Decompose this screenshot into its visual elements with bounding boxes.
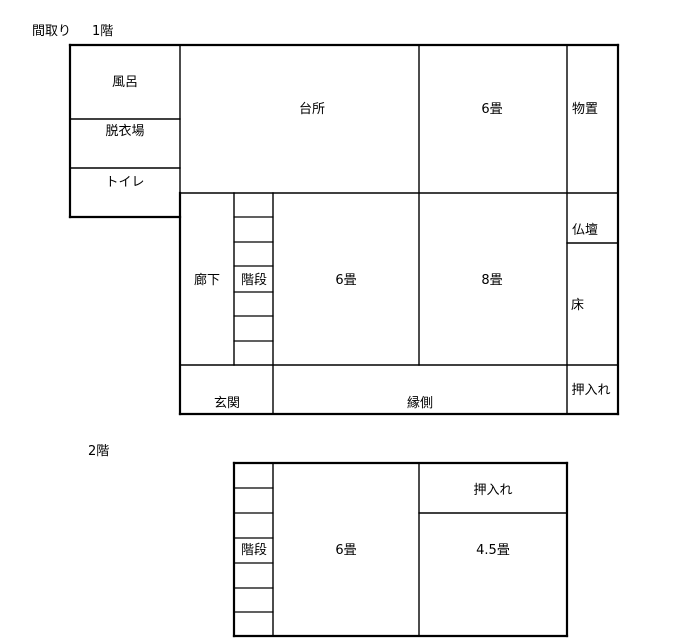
room-closet-label: 押入れ	[571, 383, 610, 398]
room-entrance-label: 玄関	[214, 396, 240, 411]
room-tatami8-label: 8畳	[481, 273, 502, 288]
room-dressing-label: 脱衣場	[105, 123, 144, 139]
room-toko-label: 床	[571, 298, 584, 313]
floor2-label: 2階	[88, 444, 110, 459]
floor1-label: 1階	[92, 24, 114, 39]
room-bath-label: 風呂	[112, 75, 138, 90]
room-veranda-label: 縁側	[407, 395, 433, 411]
room-toilet-label: トイレ	[105, 175, 144, 190]
room2-tatami45-label: 4.5畳	[476, 543, 510, 558]
room2-stairs-label: 階段	[241, 543, 267, 558]
room2-tatami6-label: 6畳	[335, 543, 356, 558]
room-storage-label: 物置	[572, 102, 598, 117]
floor-plan-title: 間取り	[32, 24, 72, 39]
room-tatami6-mid-label: 6畳	[335, 273, 356, 288]
room-tatami6-top-label: 6畳	[481, 102, 502, 117]
room-butsudan-label: 仏壇	[572, 222, 598, 238]
floor2-plan	[232, 461, 569, 638]
room2-closet-label: 押入れ	[473, 483, 512, 498]
floor1-plan	[68, 43, 620, 416]
room-corridor-label: 廊下	[194, 272, 220, 288]
room-stairs-label: 階段	[241, 273, 267, 288]
room-kitchen-label: 台所	[299, 102, 325, 117]
